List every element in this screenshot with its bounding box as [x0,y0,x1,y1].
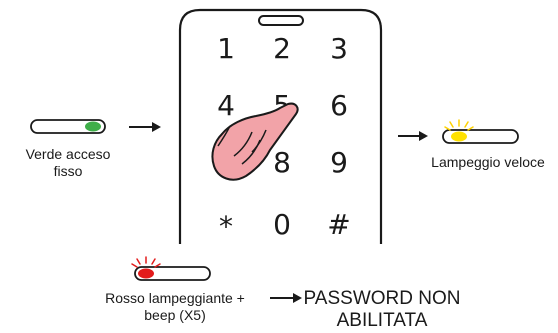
key-3[interactable]: 3 [330,32,348,65]
key-0[interactable]: 0 [273,208,291,241]
bottom-indicator-label-line2: beep (X5) [144,307,206,323]
bottom-indicator-bar [134,266,211,281]
pointing-hand-icon [211,102,299,181]
keypad-slot [258,15,304,26]
green-led-icon [85,121,101,132]
key-star[interactable]: * [219,210,233,243]
bottom-indicator-label: Rosso lampeggiante + beep (X5) [80,290,270,324]
result-line2: ABILITATA [336,310,428,331]
key-9[interactable]: 9 [330,146,348,179]
key-8[interactable]: 8 [273,146,291,179]
result-line1: PASSWORD NON [303,288,461,309]
left-indicator-label-line2: fisso [53,163,83,179]
key-4[interactable]: 4 [217,89,235,122]
right-arrow-icon [129,122,161,132]
left-indicator-label: Verde acceso fisso [8,146,128,180]
key-2[interactable]: 2 [273,32,291,65]
result-message: PASSWORD NON ABILITATA [302,288,462,332]
right-indicator-label: Lampeggio veloce [431,154,545,170]
left-indicator-label-line1: Verde acceso [25,146,111,162]
key-1[interactable]: 1 [217,32,235,65]
yellow-led-icon [444,119,474,142]
right-arrow-icon [398,131,428,141]
red-led-icon [131,256,161,279]
key-6[interactable]: 6 [330,89,348,122]
right-arrow-icon [270,293,302,303]
key-hash[interactable]: # [327,208,350,241]
bottom-indicator-label-line1: Rosso lampeggiante + [105,290,245,306]
left-indicator-bar [30,119,106,134]
